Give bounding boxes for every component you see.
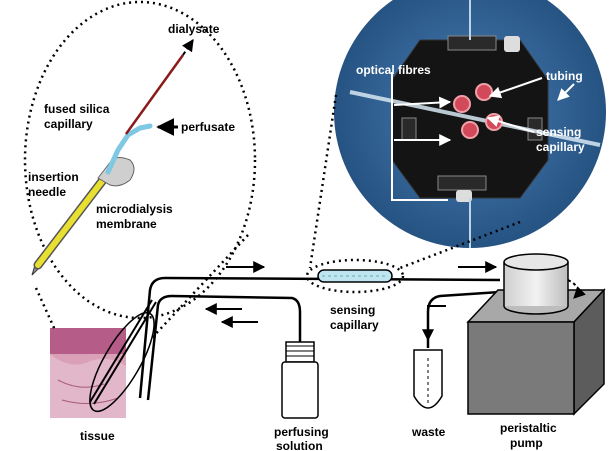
perfusate-tube xyxy=(105,123,153,175)
label-fused-silica-line1: fused silica xyxy=(44,102,110,116)
waste-tube xyxy=(413,349,443,409)
photo-inset: optical fibres tubing sensing capillary xyxy=(334,0,606,248)
inflow-tubing xyxy=(146,294,302,401)
flow-arrow-waste xyxy=(422,305,446,342)
label-insertion-line1: insertion xyxy=(28,170,79,184)
fused-silica-capillary xyxy=(124,54,185,135)
sensing-zoom-ellipse xyxy=(305,258,405,294)
optical-fibres-bracket xyxy=(391,72,448,201)
dialysate-arrow xyxy=(182,39,194,56)
peristaltic-pump xyxy=(466,253,606,416)
label-membrane-line2: membrane xyxy=(96,217,157,231)
label-sensing-photo-line2: capillary xyxy=(536,140,585,154)
label-membrane-line1: microdialysis xyxy=(96,202,173,216)
label-perfusate: perfusate xyxy=(181,120,235,134)
label-insertion-line2: needle xyxy=(28,185,66,199)
label-pump-line2: pump xyxy=(510,436,543,450)
label-sensing-line2: capillary xyxy=(330,318,379,332)
probe-zoom-ellipse xyxy=(23,0,257,320)
sensing-capillary xyxy=(317,269,393,283)
label-pump-line1: peristaltic xyxy=(500,421,557,435)
label-tubing: tubing xyxy=(546,69,583,83)
perfusing-solution-bottle xyxy=(281,341,319,419)
probe-drawing xyxy=(31,39,194,276)
zoom-line-left xyxy=(308,94,338,269)
label-waste: waste xyxy=(411,425,446,439)
label-perfusing-line1: perfusing xyxy=(274,425,329,439)
label-perfusing-line2: solution xyxy=(276,439,323,451)
label-fused-silica-line2: capillary xyxy=(44,117,93,131)
probe-handle xyxy=(97,157,135,187)
label-dialysate: dialysate xyxy=(168,22,220,36)
label-optical-fibres: optical fibres xyxy=(356,63,431,77)
label-sensing-photo-line1: sensing xyxy=(536,125,581,139)
tissue-block xyxy=(50,328,126,418)
outflow-tubing xyxy=(138,276,501,399)
label-tissue: tissue xyxy=(80,429,115,443)
label-sensing-line1: sensing xyxy=(330,303,375,317)
